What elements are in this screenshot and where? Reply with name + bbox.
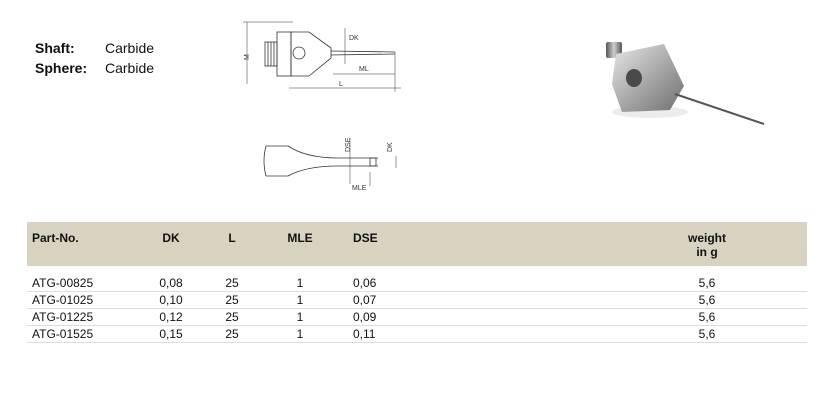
cell-weight: 5,6 [698, 276, 716, 290]
dim-dk-label: DK [349, 35, 359, 42]
header-dk: DK [162, 231, 180, 245]
cell-l: 25 [225, 276, 239, 290]
table-body: ATG-00825 0,08 25 1 0,06 5,6 ATG-01025 0… [27, 275, 807, 343]
cell-l: 25 [225, 327, 239, 341]
header-weight: weight in g [677, 231, 737, 259]
cell-dse: 0,09 [353, 310, 377, 324]
dim-dk-detail-label: DK [387, 142, 394, 152]
cell-part-no: ATG-01225 [32, 310, 94, 324]
parts-table: Part-No. DK L MLE DSE weight in g ATG-00… [27, 222, 807, 343]
cell-l: 25 [225, 310, 239, 324]
cell-dk: 0,10 [159, 293, 183, 307]
cell-mle: 1 [296, 293, 304, 307]
cell-weight: 5,6 [698, 327, 716, 341]
cell-l: 25 [225, 293, 239, 307]
table-row: ATG-00825 0,08 25 1 0,06 5,6 [27, 275, 807, 292]
cell-dk: 0,08 [159, 276, 183, 290]
dim-mle-label: MLE [352, 185, 367, 192]
table-header: Part-No. DK L MLE DSE weight in g [27, 222, 807, 266]
cell-part-no: ATG-01525 [32, 327, 94, 341]
cell-dk: 0,12 [159, 310, 183, 324]
cell-weight: 5,6 [698, 293, 716, 307]
header-l: L [228, 231, 236, 245]
shaft-value: Carbide [105, 40, 155, 56]
shaft-row: Shaft: Carbide [35, 38, 154, 58]
header-part-no: Part-No. [32, 231, 79, 245]
dim-l-label: L [339, 81, 343, 88]
table-row: ATG-01225 0,12 25 1 0,09 5,6 [27, 309, 807, 326]
sphere-value: Carbide [105, 60, 155, 76]
stylus-product-image [606, 42, 765, 125]
dim-dse-label: DSE [345, 137, 352, 152]
cell-part-no: ATG-01025 [32, 293, 94, 307]
cell-dse: 0,11 [353, 327, 376, 341]
dim-ml-label: ML [359, 66, 369, 73]
header-weight-line2: in g [696, 245, 718, 259]
shaft-label: Shaft: [35, 40, 75, 56]
cell-mle: 1 [296, 310, 304, 324]
header-mle: MLE [287, 231, 313, 245]
material-specs: Shaft: Carbide Sphere: Carbide [35, 38, 154, 78]
sphere-row: Sphere: Carbide [35, 58, 154, 78]
stylus-side-drawing: M DK ML L [243, 21, 401, 92]
cell-dse: 0,06 [353, 276, 377, 290]
cell-mle: 1 [296, 276, 304, 290]
sphere-label: Sphere: [35, 60, 88, 76]
table-row: ATG-01525 0,15 25 1 0,11 5,6 [27, 326, 807, 343]
cell-part-no: ATG-00825 [32, 276, 94, 290]
cell-weight: 5,6 [698, 310, 716, 324]
dim-m-label: M [244, 54, 251, 60]
table-row: ATG-01025 0,10 25 1 0,07 5,6 [27, 292, 807, 309]
header-dse: DSE [353, 231, 378, 245]
tip-detail-drawing: DSE DK MLE [263, 137, 397, 192]
cell-dk: 0,15 [159, 327, 183, 341]
cell-mle: 1 [296, 327, 304, 341]
header-weight-line1: weight [688, 231, 726, 245]
cell-dse: 0,07 [353, 293, 377, 307]
